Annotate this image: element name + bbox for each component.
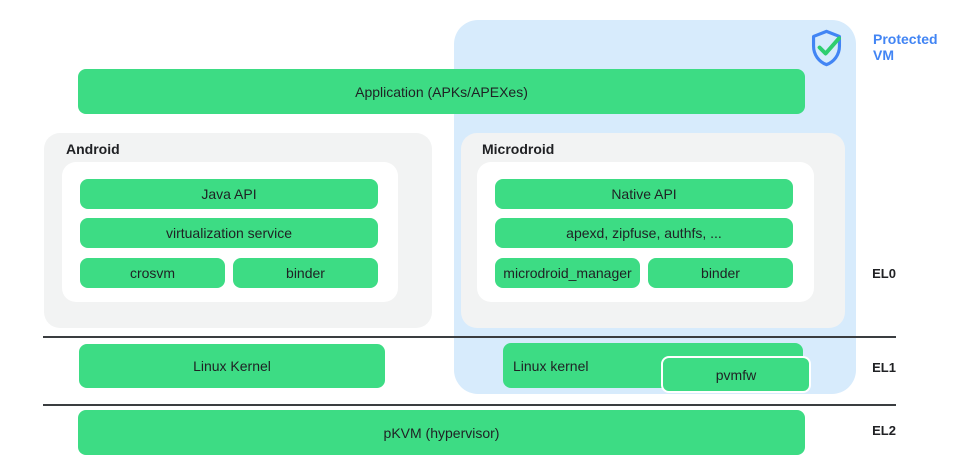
microdroid-manager-bar: microdroid_manager bbox=[495, 258, 640, 288]
pkvm-hypervisor-bar: pKVM (hypervisor) bbox=[78, 410, 805, 455]
el1-el2-separator-line bbox=[43, 404, 896, 406]
pvmfw-bar: pvmfw bbox=[661, 356, 811, 393]
el0-label: EL0 bbox=[872, 266, 896, 281]
java-api-label: Java API bbox=[201, 186, 257, 202]
application-label: Application (APKs/APEXes) bbox=[355, 83, 528, 100]
pvmfw-label: pvmfw bbox=[715, 366, 757, 383]
microdroid-binder-bar: binder bbox=[648, 258, 793, 288]
application-bar: Application (APKs/APEXes) bbox=[78, 69, 805, 114]
apexd-zipfuse-authfs-bar: apexd, zipfuse, authfs, ... bbox=[495, 218, 793, 248]
protected-vm-label: Protected VM bbox=[873, 31, 938, 63]
virtualization-service-label: virtualization service bbox=[165, 225, 293, 241]
native-api-label: Native API bbox=[611, 186, 677, 202]
crosvm-bar: crosvm bbox=[80, 258, 225, 288]
apexd-zipfuse-authfs-label: apexd, zipfuse, authfs, ... bbox=[566, 225, 722, 241]
shield-check-icon bbox=[808, 28, 845, 68]
android-binder-bar: binder bbox=[233, 258, 378, 288]
el0-el1-separator-line bbox=[43, 336, 896, 338]
microdroid-manager-label: microdroid_manager bbox=[503, 265, 632, 281]
el2-label: EL2 bbox=[872, 423, 896, 438]
el1-label: EL1 bbox=[872, 360, 896, 375]
microdroid-panel-title: Microdroid bbox=[482, 141, 555, 157]
pkvm-hypervisor-label: pKVM (hypervisor) bbox=[383, 424, 500, 441]
android-binder-label: binder bbox=[286, 265, 325, 281]
microdroid-panel: Microdroid Native API apexd, zipfuse, au… bbox=[461, 133, 845, 328]
shield-check-icon-svg bbox=[811, 29, 842, 67]
host-linux-kernel-label: Linux Kernel bbox=[193, 358, 271, 374]
microdroid-binder-label: binder bbox=[701, 265, 740, 281]
java-api-bar: Java API bbox=[80, 179, 378, 209]
native-api-bar: Native API bbox=[495, 179, 793, 209]
android-panel-title: Android bbox=[66, 141, 120, 157]
guest-linux-kernel-label: Linux kernel bbox=[513, 357, 589, 374]
crosvm-label: crosvm bbox=[129, 265, 176, 281]
virtualization-service-bar: virtualization service bbox=[80, 218, 378, 248]
host-linux-kernel-bar: Linux Kernel bbox=[79, 344, 385, 388]
android-panel: Android Java API virtualization service … bbox=[44, 133, 432, 328]
